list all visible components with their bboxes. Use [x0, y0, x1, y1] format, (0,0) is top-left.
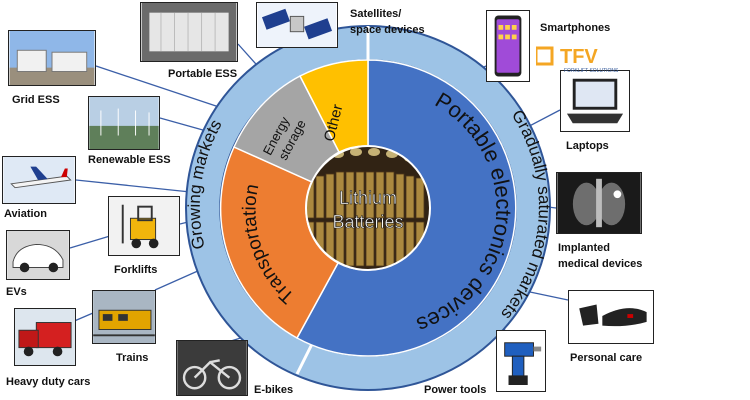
label-aviation: Aviation [4, 208, 47, 220]
center-battery-image [306, 146, 430, 270]
label-satellites-1: Satellites/ [350, 8, 402, 20]
grid-ess-thumb [8, 30, 96, 86]
label-portable-ess: Portable ESS [168, 68, 238, 80]
trains-thumb [92, 290, 156, 344]
center-label-line2: Batteries [332, 212, 403, 232]
label-implanted-2: medical devices [558, 258, 643, 270]
portable-ess-thumb [140, 2, 238, 62]
aviation-thumb [2, 156, 76, 204]
label-personal-care: Personal care [570, 352, 643, 364]
forklifts-thumb [108, 196, 180, 256]
power-tools-thumb [496, 330, 546, 392]
label-satellites-2: space devices [350, 24, 425, 36]
heavy-duty-cars-thumb [14, 308, 76, 366]
tfv-logo: TFV FORKLIFT SOLUTIONS [534, 44, 632, 74]
label-renewable-ess: Renewable ESS [88, 154, 171, 166]
renewable-ess-thumb [88, 96, 160, 150]
logo-text: TFV [560, 46, 598, 68]
label-evs: EVs [6, 286, 27, 298]
ring-divider-bottom [295, 343, 314, 375]
label-power-tools: Power tools [424, 384, 487, 396]
label-implanted-1: Implanted [558, 242, 610, 254]
label-trains: Trains [116, 352, 149, 364]
smartphones-thumb [486, 10, 530, 82]
ebikes-thumb [176, 340, 248, 396]
implanted-thumb [556, 172, 642, 234]
evs-thumb [6, 230, 70, 280]
laptops-thumb [560, 70, 630, 132]
center-border [305, 145, 431, 271]
center-label-line1: Lithium [339, 188, 397, 208]
personal-care-thumb [568, 290, 654, 344]
label-heavy-duty-cars: Heavy duty cars [6, 376, 91, 388]
label-forklifts: Forklifts [114, 264, 158, 276]
label-laptops: Laptops [566, 140, 609, 152]
label-smartphones: Smartphones [540, 22, 611, 34]
label-grid-ess: Grid ESS [12, 94, 60, 106]
satellite-thumb [256, 2, 338, 48]
label-ebikes: E-bikes [254, 384, 294, 396]
logo-subtext: FORKLIFT SOLUTIONS [564, 68, 619, 74]
